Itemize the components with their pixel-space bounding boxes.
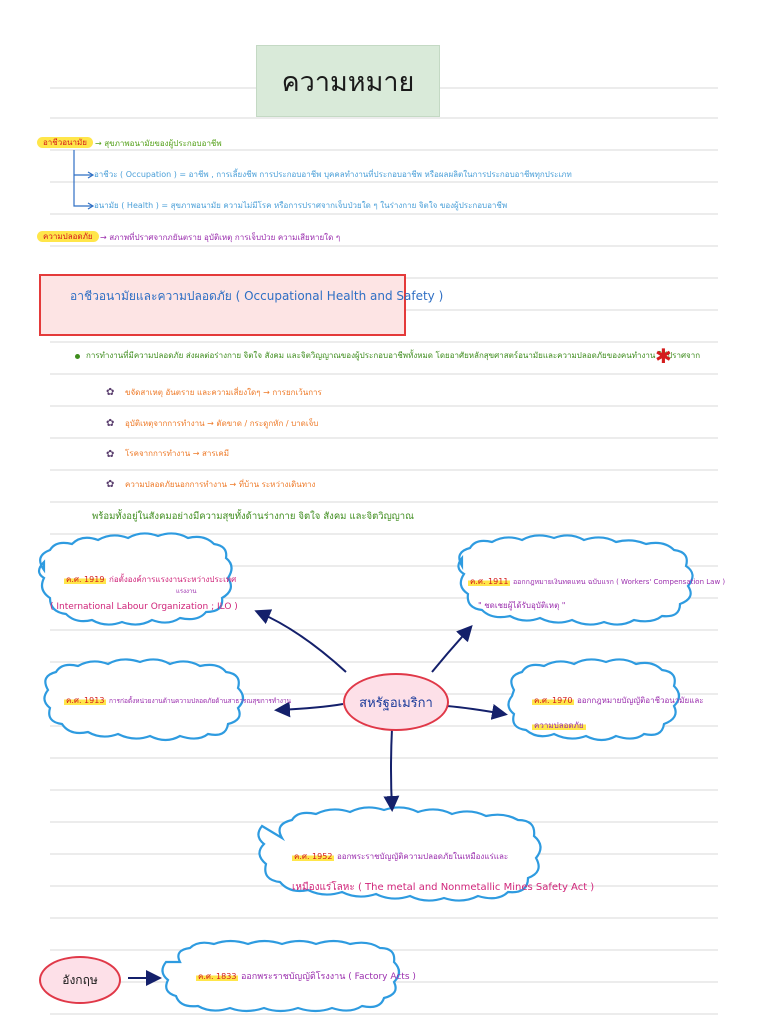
sub-item-result: → การยกเว้นการ <box>263 388 322 397</box>
event-text: การก่อตั้งหน่วยงานด้านความปลอดภัยด้านสาธ… <box>108 697 292 705</box>
event-text-continued: ความปลอดภัย <box>532 721 586 730</box>
cloud-england-text: ค.ศ. 1833 ออกพระราชบัญญัติโรงงาน ( Facto… <box>196 972 416 983</box>
cloud-bottom <box>257 806 542 902</box>
sub-item-result: → สารเคมี <box>192 449 230 458</box>
cloud-bottom-eng: เหมืองแร่โลหะ ( The metal and Nonmetalli… <box>292 882 595 893</box>
cloud-mid-right-text: ค.ศ. 1970 ออกกฎหมายบัญญัติอาชีวอนามัยและ <box>532 696 704 706</box>
tag-safety: ความปลอดภัย <box>37 231 99 242</box>
tag2-description-text: สภาพที่ปราศจากภยันตราย อุบัติเหตุ การเจ็… <box>109 233 341 242</box>
page-title: ความหมาย <box>256 45 440 117</box>
center-usa-node: สหรัฐอเมริกา <box>343 673 449 731</box>
sub-item: ขจัดสาเหตุ อันตราย และความเสี่ยงใดๆ → กา… <box>125 388 322 398</box>
definition-occupation: อาชีวะ ( Occupation ) = อาชีพ , การเลี้ย… <box>94 170 572 179</box>
flower-bullet-icon: ✿ <box>106 418 115 429</box>
event-year: ค.ศ. 1970 <box>532 696 575 705</box>
cloud-mid-right-text2: ความปลอดภัย <box>532 721 586 731</box>
cloud-top-right-text: ค.ศ. 1911 ออกกฎหมายเงินทดแทน ฉบับแรก ( W… <box>468 577 726 587</box>
sub-item: อุบัติเหตุจากการทำงาน → ตัดขาด / กระดูกห… <box>125 419 319 429</box>
cloud-top-left-eng: ( International Labour Organization ; IL… <box>50 602 238 612</box>
cloud-bottom-text: ค.ศ. 1952 ออกพระราชบัญญัติความปลอดภัยในเ… <box>292 852 509 862</box>
tag-occupational-health-label: อาชีวอนามัย <box>37 137 93 148</box>
cloud-top-right <box>457 534 694 626</box>
cloud-mid-left <box>43 658 245 742</box>
event-year: ค.ศ. 1919 <box>64 575 107 584</box>
cloud-top-right-note: " ชดเชยผู้ได้รับอุบัติเหตุ " <box>478 601 566 610</box>
cloud-mid-left-text: ค.ศ. 1913 การก่อตั้งหน่วยงานด้านความปลอด… <box>64 696 292 706</box>
sub-item-label: ขจัดสาเหตุ อันตราย และความเสี่ยงใดๆ <box>125 388 261 397</box>
cloud-top-left-text: ค.ศ. 1919 ก่อตั้งองค์การแรงงานระหว่างประ… <box>64 575 237 585</box>
england-node: อังกฤษ <box>39 956 121 1004</box>
tag1-description-text: สุขภาพอนามัยของผู้ประกอบอาชีพ <box>104 139 222 148</box>
sub-item-result: → ตัดขาด / กระดูกหัก / บาดเจ็บ <box>207 419 319 428</box>
sub-item: โรคจากการทำงาน → สารเคมี <box>125 449 230 459</box>
arrow-to-top-left <box>254 609 347 673</box>
arrow-to-mid-left <box>274 701 344 718</box>
arrow-to-bottom <box>383 727 400 812</box>
event-year: ค.ศ. 1913 <box>64 696 107 705</box>
sub-item: ความปลอดภัยนอกการทำงาน → ที่บ้าน ระหว่าง… <box>125 480 316 490</box>
cloud-mid-right <box>507 658 681 742</box>
branch-connector <box>73 150 95 210</box>
event-text: ออกกฎหมายเงินทดแทน ฉบับแรก ( Workers' Co… <box>512 578 726 586</box>
event-year: ค.ศ. 1911 <box>468 577 511 586</box>
flower-bullet-icon: ✿ <box>106 449 115 460</box>
event-text: ก่อตั้งองค์การแรงงานระหว่างประเทศ <box>108 575 237 584</box>
tag-occupational-health: อาชีวอนามัย <box>37 137 93 148</box>
main-bullet-text: การทำงานที่มีความปลอดภัย ส่งผลต่อร่างกาย… <box>86 351 701 360</box>
tag1-description: → สุขภาพอนามัยของผู้ประกอบอาชีพ <box>95 139 222 148</box>
event-text: ออกกฎหมายบัญญัติอาชีวอนามัยและ <box>576 696 704 705</box>
sub-item-label: โรคจากการทำงาน <box>125 449 191 458</box>
cloud-england <box>161 939 401 1013</box>
arrow-to-mid-right <box>446 704 508 720</box>
tag2-description: → สภาพที่ปราศจากภยันตราย อุบัติเหตุ การเ… <box>100 233 341 242</box>
section-heading: อาชีวอนามัยและความปลอดภัย ( Occupational… <box>70 289 444 303</box>
summary-line: พร้อมทั้งอยู่ในสังคมอย่างมีความสุขทั้งด้… <box>92 511 414 522</box>
sub-item-result: → ที่บ้าน ระหว่างเดินทาง <box>229 480 316 489</box>
definition-health: อนามัย ( Health ) = สุขภาพอนามัย ความไม่… <box>94 201 508 210</box>
event-year: ค.ศ. 1952 <box>292 852 335 861</box>
section-heading-box <box>39 274 406 336</box>
tag-safety-label: ความปลอดภัย <box>37 231 99 242</box>
star-mark-icon: ✱ <box>655 344 672 368</box>
arrow-to-top-right <box>431 625 473 673</box>
event-year: ค.ศ. 1833 <box>196 972 239 981</box>
event-text: ออกพระราชบัญญัติความปลอดภัยในเหมืองแร่แล… <box>336 852 509 861</box>
sub-item-label: อุบัติเหตุจากการทำงาน <box>125 419 205 428</box>
cloud-top-left <box>37 532 233 626</box>
event-text: ออกพระราชบัญญัติโรงงาน ( Factory Acts ) <box>240 972 416 982</box>
flower-bullet-icon: ✿ <box>106 479 115 490</box>
sub-item-label: ความปลอดภัยนอกการทำงาน <box>125 480 227 489</box>
cloud-top-left-note: แรงงาน <box>176 588 197 595</box>
flower-bullet-icon: ✿ <box>106 387 115 398</box>
bullet-dot <box>75 354 80 359</box>
